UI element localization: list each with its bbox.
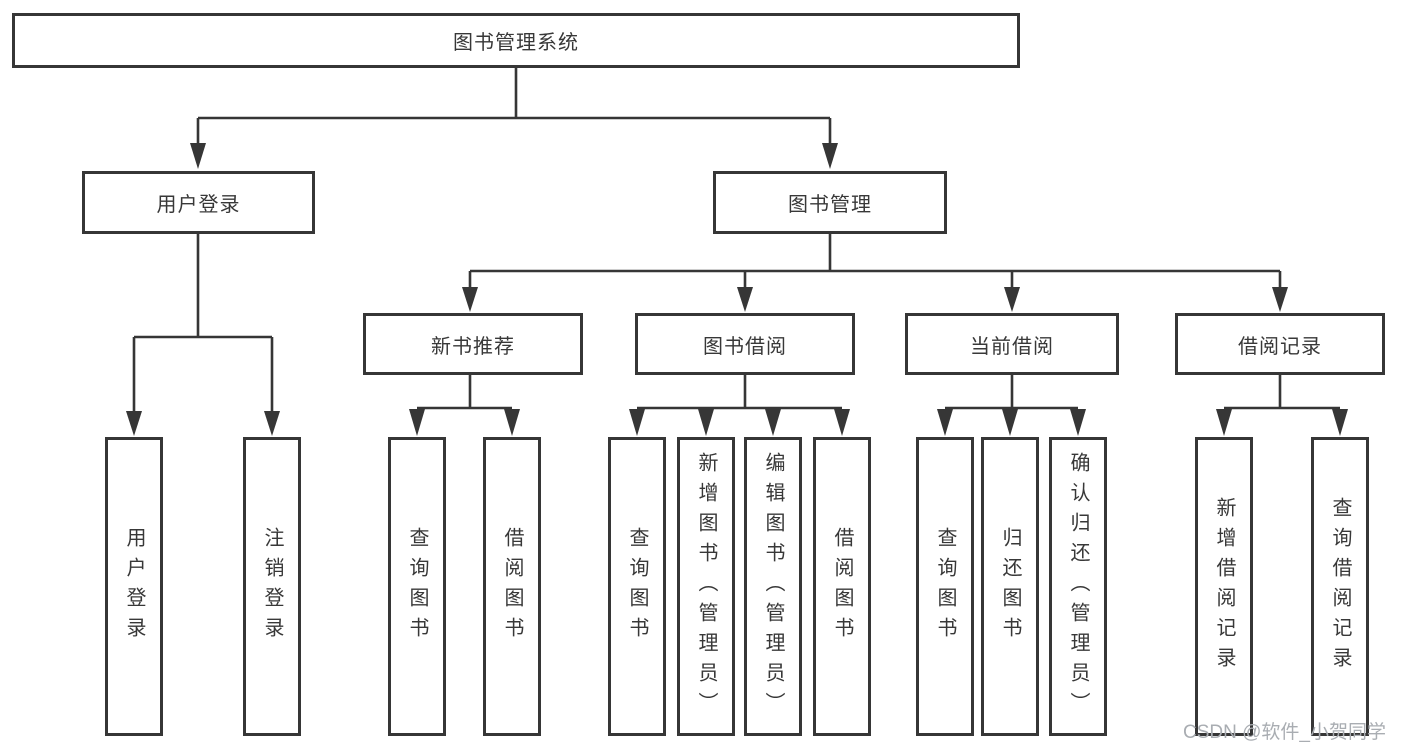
leaf-add-borrowing-record: 新增借阅记录	[1195, 437, 1253, 736]
leaf-query-books: 查询图书	[916, 437, 974, 736]
node-label: 当前借阅	[970, 335, 1054, 358]
leaf-confirm-return-admin: 确认归还（管理员）	[1049, 437, 1107, 736]
leaf-query-books: 查询图书	[608, 437, 666, 736]
leaf-label: 新增图书（管理员）	[695, 451, 717, 722]
connector-user-login-to-leaves	[126, 234, 280, 436]
leaf-label: 借阅图书	[831, 526, 853, 647]
node-label: 借阅记录	[1238, 335, 1322, 358]
leaf-label: 查询借阅记录	[1329, 496, 1351, 677]
leaf-label: 借阅图书	[501, 526, 523, 647]
connector-new-book-to-leaves	[409, 375, 520, 436]
node-new-book-recommendation: 新书推荐	[363, 313, 583, 375]
connector-root-to-level2	[190, 68, 838, 169]
leaf-label: 用户登录	[123, 526, 145, 647]
node-label: 用户登录	[156, 194, 241, 216]
connector-borrowing-records-to-leaves	[1216, 375, 1348, 436]
leaf-logout: 注销登录	[243, 437, 301, 736]
node-library-management-system: 图书管理系统	[12, 13, 1020, 68]
leaf-label: 归还图书	[999, 526, 1021, 647]
node-label: 图书管理系统	[453, 32, 579, 54]
csdn-watermark: CSDN @软件_小贺同学	[1183, 722, 1386, 743]
node-borrowing-records: 借阅记录	[1175, 313, 1385, 375]
leaf-edit-books-admin: 编辑图书（管理员）	[744, 437, 802, 736]
node-label: 图书借阅	[703, 335, 787, 358]
node-book-borrowing: 图书借阅	[635, 313, 855, 375]
leaf-user-login: 用户登录	[105, 437, 163, 736]
leaf-return-books: 归还图书	[981, 437, 1039, 736]
leaf-add-books-admin: 新增图书（管理员）	[677, 437, 735, 736]
connector-book-borrowing-to-leaves	[629, 375, 850, 436]
leaf-label: 查询图书	[626, 526, 648, 647]
leaf-label: 编辑图书（管理员）	[762, 451, 784, 722]
connector-current-borrowing-to-leaves	[937, 375, 1086, 436]
leaf-label: 查询图书	[406, 526, 428, 647]
leaf-query-borrowing-record: 查询借阅记录	[1311, 437, 1369, 736]
leaf-label: 注销登录	[261, 526, 283, 647]
node-user-login: 用户登录	[82, 171, 315, 234]
node-book-management: 图书管理	[713, 171, 947, 234]
leaf-borrow-books: 借阅图书	[813, 437, 871, 736]
node-label: 新书推荐	[431, 335, 515, 358]
leaf-label: 新增借阅记录	[1213, 496, 1235, 677]
node-current-borrowing: 当前借阅	[905, 313, 1119, 375]
leaf-label: 查询图书	[934, 526, 956, 647]
node-label: 图书管理	[788, 194, 872, 216]
leaf-query-books: 查询图书	[388, 437, 446, 736]
leaf-label: 确认归还（管理员）	[1067, 451, 1089, 722]
connector-book-management-to-level3	[462, 234, 1288, 312]
leaf-borrow-books: 借阅图书	[483, 437, 541, 736]
